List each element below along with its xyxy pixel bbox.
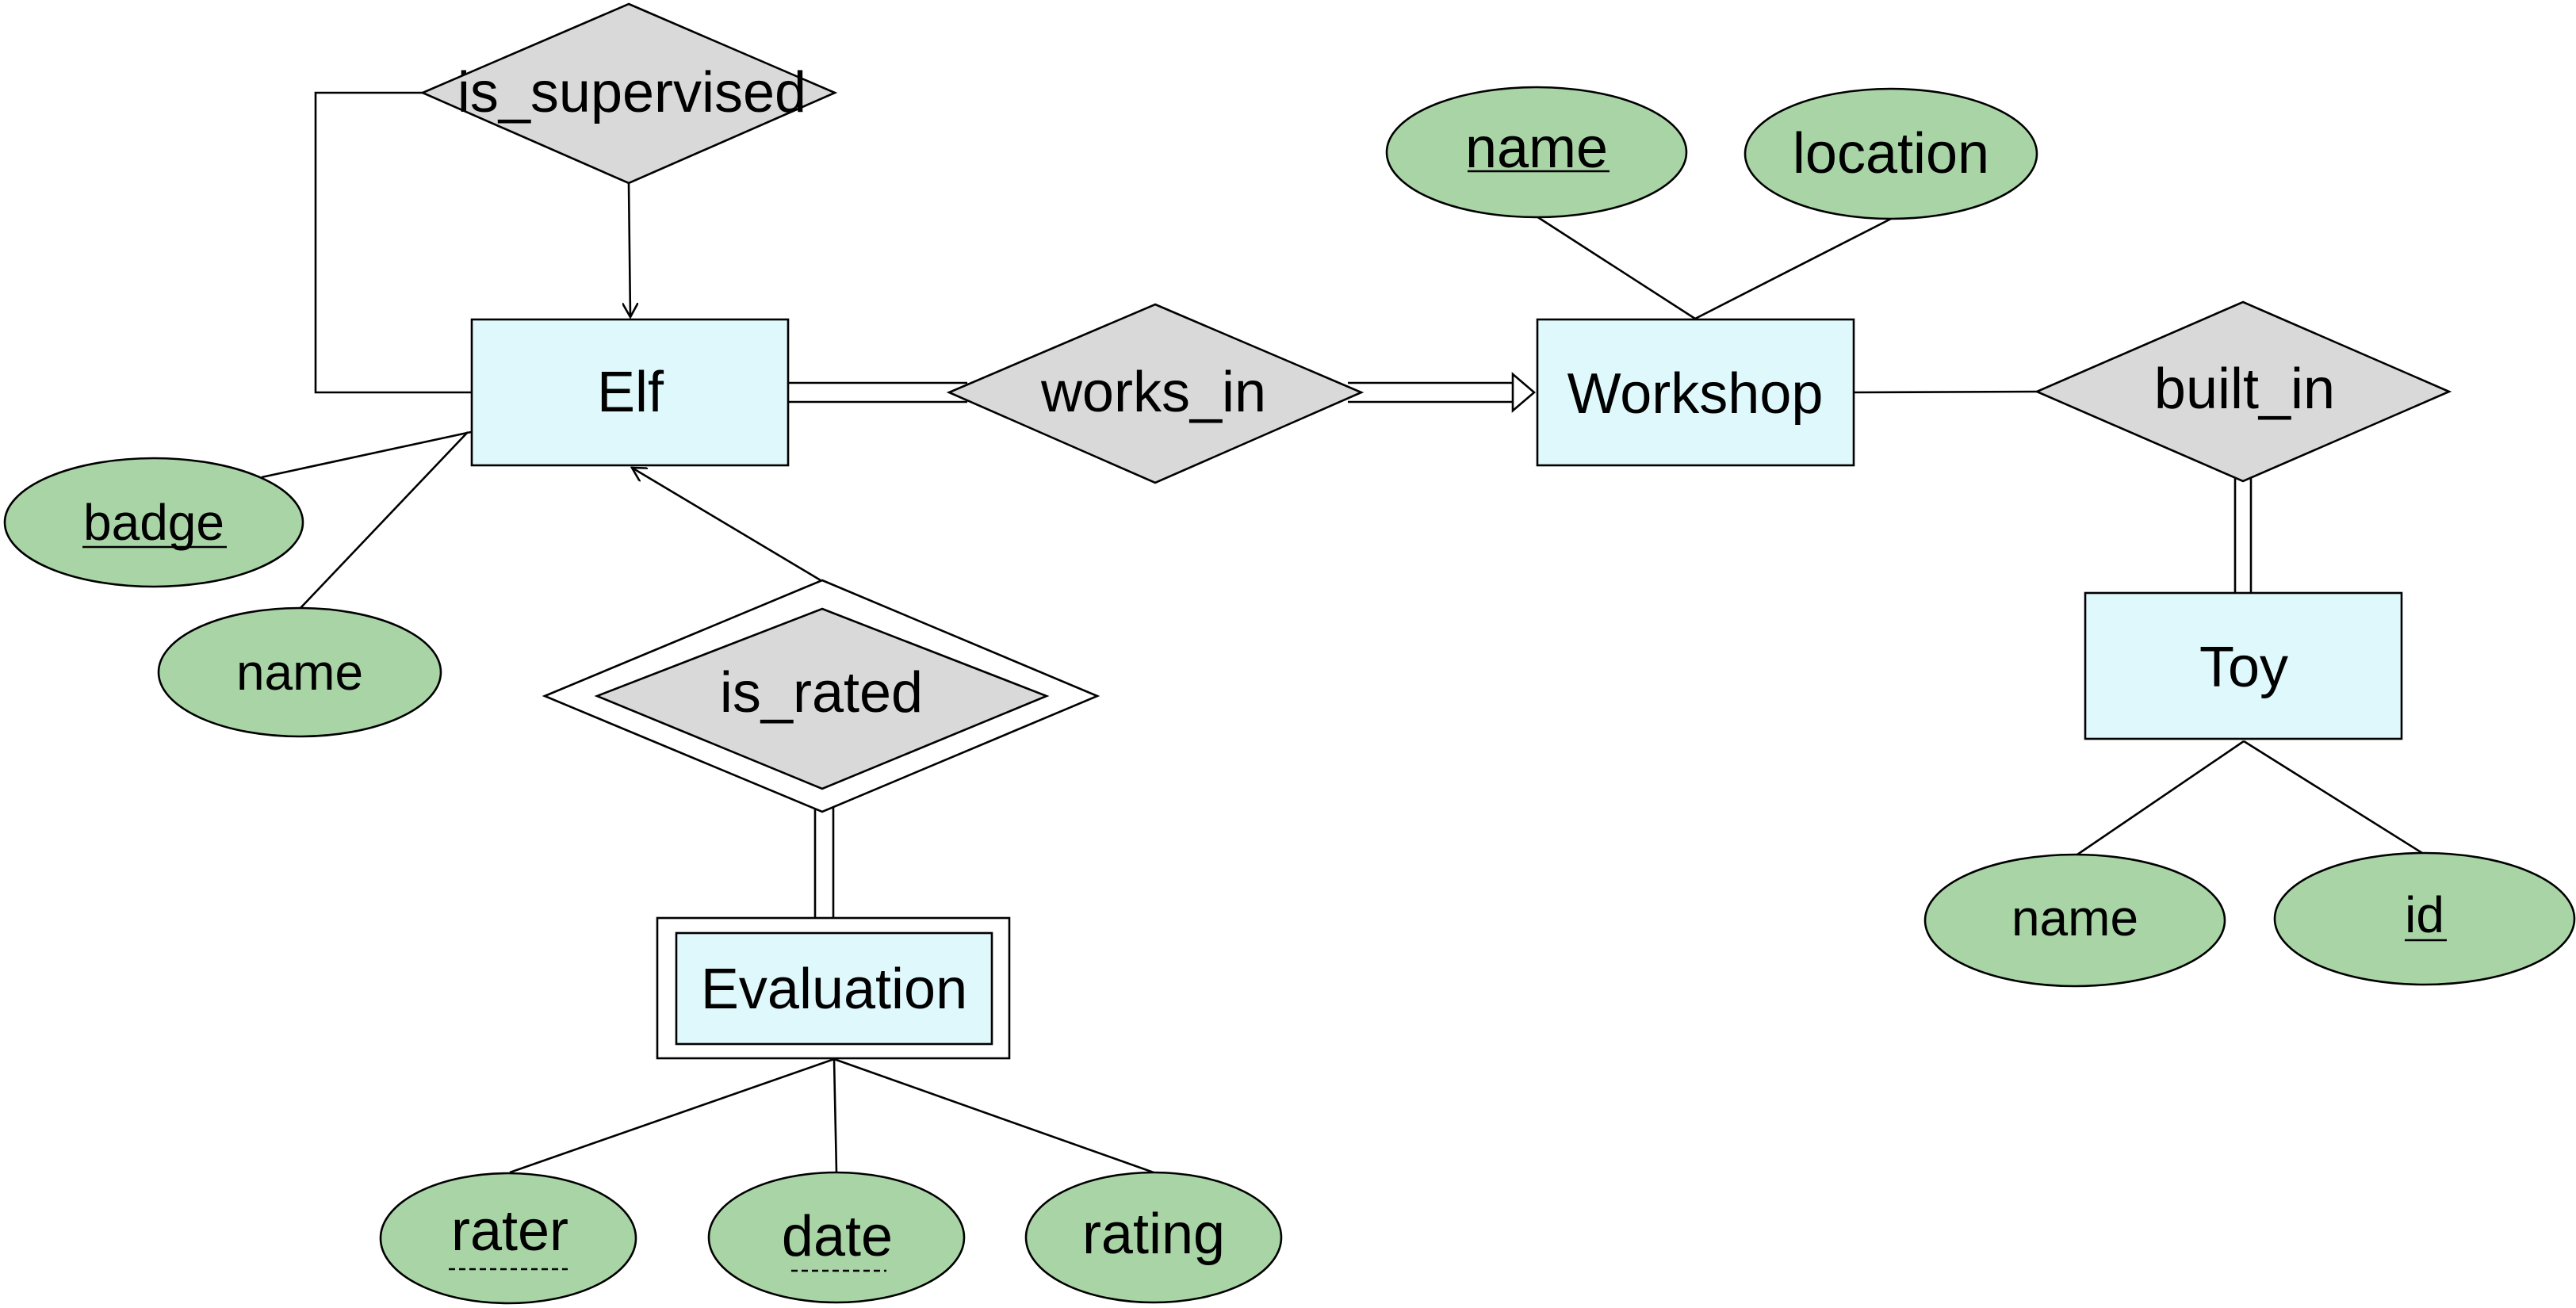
attribute-workshop-name: name xyxy=(1385,86,1688,219)
works-in-diamond xyxy=(946,303,1365,484)
workshop-name-label: name xyxy=(1465,117,1608,180)
evaluation-rater-label: rater xyxy=(451,1199,568,1263)
evaluation-rater-ellipse xyxy=(379,1172,637,1305)
works-in-label: works_in xyxy=(1040,361,1266,424)
is-rated-arrow-line xyxy=(632,468,821,582)
evaluation-date-label: date xyxy=(782,1205,893,1268)
workshop-label: Workshop xyxy=(1567,362,1824,426)
toy-id-label: id xyxy=(2405,886,2444,943)
relationship-built-in: built_in xyxy=(2034,300,2452,483)
is-supervised-arrow-line xyxy=(629,182,630,317)
elf-label: Elf xyxy=(597,361,664,424)
evaluation-label: Evaluation xyxy=(701,958,967,1021)
is-supervised-diamond xyxy=(419,2,838,185)
evaluation-rating-label: rating xyxy=(1082,1203,1225,1266)
toy-box xyxy=(2084,591,2403,740)
is-rated-label: is_rated xyxy=(720,661,923,725)
elf-badge-label: badge xyxy=(83,494,224,551)
works-in-arrowhead-icon xyxy=(1511,372,1537,413)
attribute-workshop-location: location xyxy=(1743,87,2038,220)
elf-badge-line xyxy=(261,430,472,479)
attribute-evaluation-rater: rater xyxy=(379,1172,637,1305)
is-rated-inner-diamond xyxy=(594,607,1050,790)
entity-evaluation-weak: Evaluation xyxy=(656,916,1011,1060)
relationship-is-supervised: is_supervised xyxy=(419,2,838,185)
workshop-name-ellipse xyxy=(1385,86,1688,219)
toy-label: Toy xyxy=(2199,636,2288,699)
workshop-location-ellipse xyxy=(1743,87,2038,220)
relationship-is-rated: is_rated xyxy=(542,579,1100,813)
elf-name-line xyxy=(299,431,469,610)
attribute-toy-id: id xyxy=(2273,851,2576,986)
connectors xyxy=(261,91,2423,1174)
evaluation-rater-line xyxy=(509,1057,835,1174)
relationship-works-in: works_in xyxy=(946,303,1365,484)
attribute-elf-badge: badge xyxy=(3,457,304,588)
built-in-label: built_in xyxy=(2154,358,2335,421)
toy-name-line xyxy=(2076,740,2245,856)
elf-box xyxy=(470,318,790,467)
elf-name-label: name xyxy=(236,644,363,701)
workshop-location-line xyxy=(1694,217,1892,320)
is-supervised-label: is_supervised xyxy=(457,61,806,124)
evaluation-date-ellipse xyxy=(707,1171,966,1304)
workshop-location-label: location xyxy=(1793,122,1989,185)
entity-toy: Toy xyxy=(2084,591,2403,740)
workshop-box xyxy=(1536,318,1855,467)
attribute-evaluation-rating: rating xyxy=(1024,1171,1283,1304)
evaluation-date-line xyxy=(833,1058,838,1173)
workshop-name-line xyxy=(1536,215,1696,320)
toy-id-ellipse xyxy=(2273,851,2576,986)
attribute-evaluation-date: date xyxy=(707,1171,966,1304)
built-in-diamond xyxy=(2034,300,2452,483)
toy-id-line xyxy=(2243,740,2423,855)
entity-workshop: Workshop xyxy=(1536,318,1855,467)
attribute-elf-name: name xyxy=(157,606,442,738)
is-supervised-loop-line xyxy=(314,91,473,394)
evaluation-rating-ellipse xyxy=(1024,1171,1283,1304)
elf-badge-ellipse xyxy=(3,457,304,588)
attribute-toy-name: name xyxy=(1923,853,2226,988)
entity-elf: Elf xyxy=(470,318,790,467)
elf-name-ellipse xyxy=(157,606,442,738)
evaluation-inner-box xyxy=(675,931,993,1046)
toy-name-label: name xyxy=(2011,889,2138,947)
evaluation-rating-line xyxy=(833,1057,1154,1174)
toy-name-ellipse xyxy=(1923,853,2226,988)
